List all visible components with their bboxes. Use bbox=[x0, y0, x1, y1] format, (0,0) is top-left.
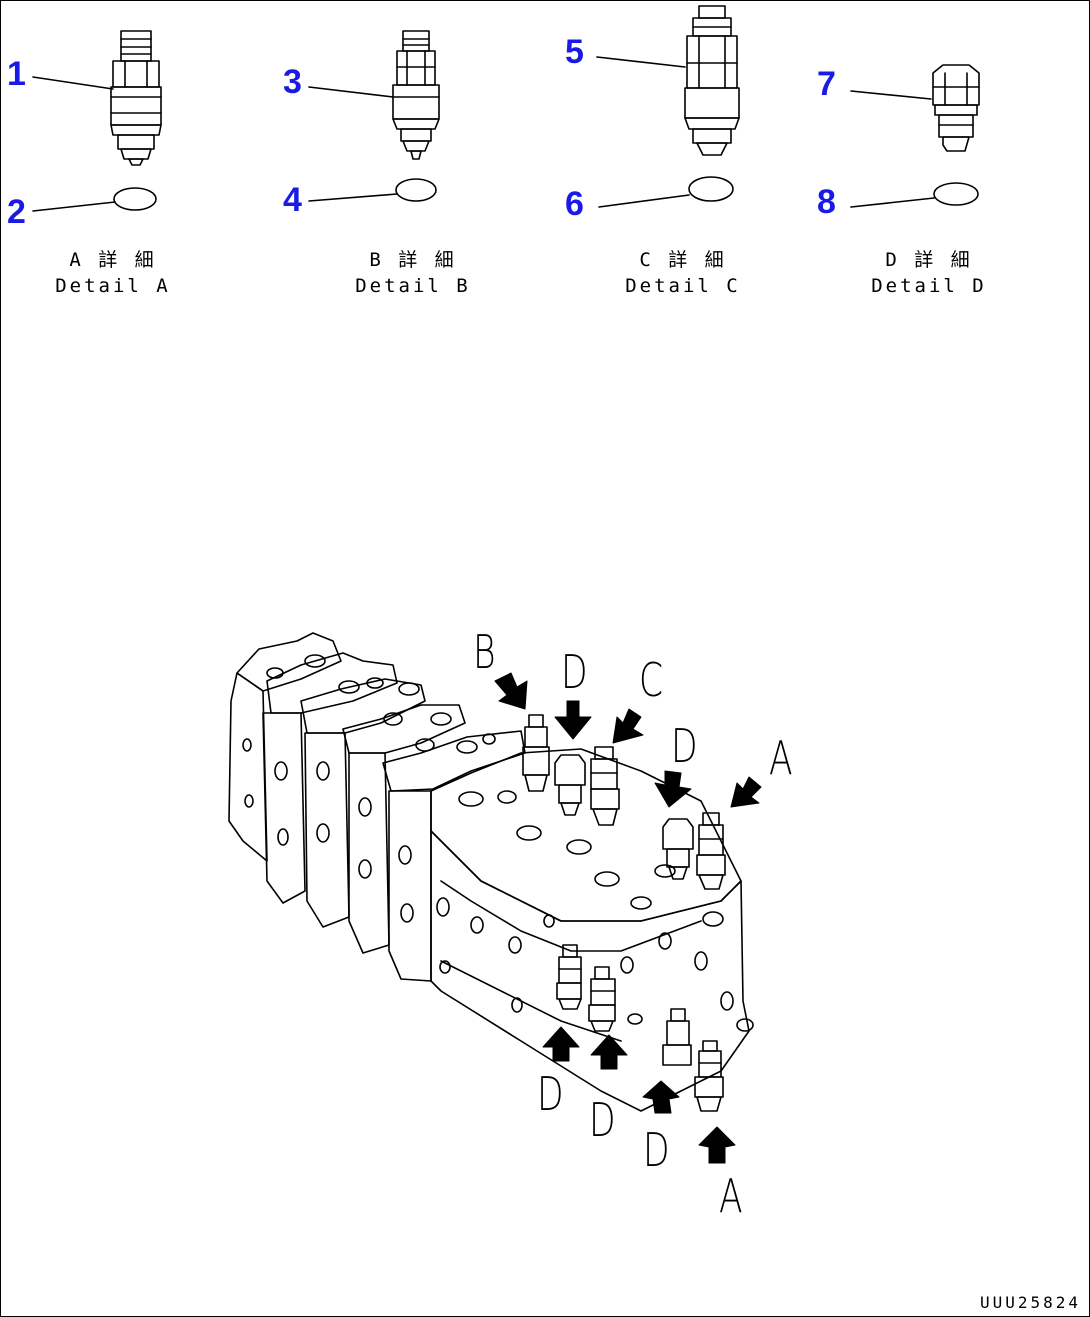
callout-2: 2 bbox=[7, 193, 26, 231]
detail-b-caption: B 詳 細 Detail B bbox=[323, 247, 503, 299]
callout-6: 6 bbox=[565, 185, 584, 223]
part-5-relief-valve-drawing bbox=[684, 5, 740, 156]
view-letter-d-top: D bbox=[561, 645, 588, 699]
drawing-number: UUU25824 bbox=[979, 1293, 1081, 1312]
detail-c-caption: C 詳 細 Detail C bbox=[593, 247, 773, 299]
view-letter-d-bottom-3: D bbox=[643, 1123, 670, 1177]
view-letter-d-bottom-1: D bbox=[537, 1067, 564, 1121]
part-7-plug-drawing bbox=[932, 64, 980, 152]
view-letter-a-right: A bbox=[769, 731, 793, 785]
part-1-relief-valve-drawing bbox=[110, 30, 162, 166]
detail-d-jp-label: D 詳 細 bbox=[885, 249, 973, 271]
view-letter-a-bottom: A bbox=[719, 1169, 743, 1223]
part-8-o-ring-drawing bbox=[933, 182, 979, 206]
detail-c-en-label: Detail C bbox=[625, 275, 741, 297]
detail-a-caption: A 詳 細 Detail A bbox=[23, 247, 203, 299]
callout-leader-lines bbox=[32, 56, 935, 212]
callout-3: 3 bbox=[283, 63, 302, 101]
view-letter-d-right: D bbox=[671, 719, 698, 773]
detail-d-en-label: Detail D bbox=[871, 275, 987, 297]
callout-8: 8 bbox=[817, 183, 836, 221]
detail-a-en-label: Detail A bbox=[55, 275, 171, 297]
detail-b-jp-label: B 詳 細 bbox=[369, 249, 457, 271]
callout-7: 7 bbox=[817, 65, 836, 103]
view-letter-d-bottom-2: D bbox=[589, 1093, 616, 1147]
part-2-o-ring-drawing bbox=[113, 187, 157, 211]
control-valve-body bbox=[228, 632, 754, 1112]
view-letter-c-top: C bbox=[639, 653, 664, 707]
part-4-o-ring-drawing bbox=[395, 178, 437, 202]
detail-b-en-label: Detail B bbox=[355, 275, 471, 297]
part-3-relief-valve-drawing bbox=[392, 30, 440, 160]
detail-c-jp-label: C 詳 細 bbox=[639, 249, 727, 271]
installed-valve-cartridges bbox=[522, 714, 726, 1112]
callout-1: 1 bbox=[7, 55, 26, 93]
view-arrows bbox=[494, 672, 762, 1164]
detail-a-jp-label: A 詳 細 bbox=[69, 249, 157, 271]
part-6-o-ring-drawing bbox=[688, 176, 734, 202]
view-letter-b-top: B bbox=[473, 625, 496, 679]
callout-4: 4 bbox=[283, 181, 302, 219]
detail-d-caption: D 詳 細 Detail D bbox=[839, 247, 1019, 299]
callout-5: 5 bbox=[565, 33, 584, 71]
